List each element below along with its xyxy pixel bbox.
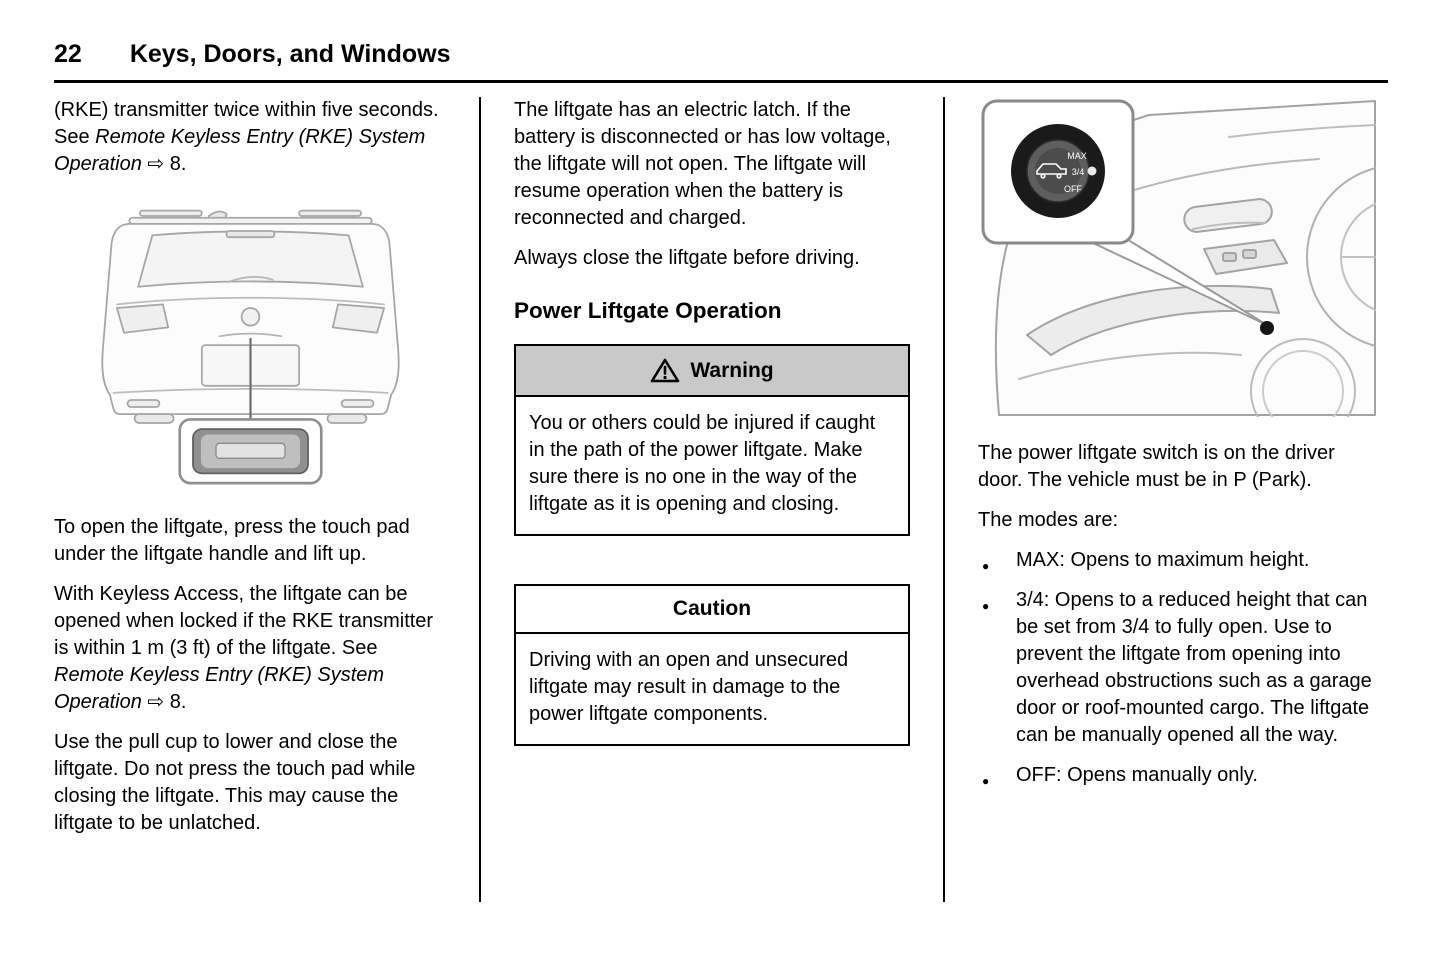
switch-location-dot — [1260, 321, 1274, 335]
dial-indicator-dot — [1087, 166, 1097, 176]
caution-title: Caution — [672, 597, 752, 620]
warning-header: Warning — [516, 346, 908, 397]
column-divider-right — [943, 97, 945, 902]
exhaust-left — [133, 413, 174, 424]
paragraph-electric-latch: The liftgate has an electric latch. If t… — [514, 99, 891, 229]
caution-header: Caution — [516, 586, 908, 634]
list-item-text: 3/4: Opens to a reduced height that can … — [1016, 589, 1372, 746]
door-handle — [1183, 198, 1273, 233]
page-header: 22 Keys, Doors, and Windows — [54, 40, 1388, 69]
warning-body: You or others could be injured if caught… — [529, 412, 876, 515]
brake-light — [225, 230, 275, 239]
page-reference: ⇨ 8. — [141, 691, 187, 713]
paragraph-rke-transmitter: (RKE) transmitter twice within five seco… — [54, 97, 446, 178]
rear-window — [136, 230, 364, 288]
paragraph-modes-intro: The modes are: — [978, 509, 1119, 531]
warning-box: Warning You or others could be injured i… — [514, 344, 910, 536]
paragraph-keyless-access: With Keyless Access, the liftgate can be… — [54, 581, 446, 716]
content-columns: (RKE) transmitter twice within five seco… — [54, 97, 1445, 902]
dial-label-three-quarter: 3/4 — [1072, 167, 1085, 177]
column-middle: The liftgate has an electric latch. If t… — [514, 97, 910, 902]
list-item-text: MAX: Opens to maximum height. — [1016, 549, 1310, 571]
door-pocket — [1018, 351, 1242, 380]
dial-label-off: OFF — [1064, 184, 1082, 194]
emblem — [240, 307, 260, 327]
list-item-three-quarter: 3/4: Opens to a reduced height that can … — [978, 587, 1376, 749]
liftgate-car-icon — [1036, 163, 1067, 179]
door-panel-figure: MAX 3/4 OFF — [978, 97, 1445, 444]
taillight-left — [115, 303, 169, 334]
page-number: 22 — [54, 40, 82, 68]
rear-liftgate-figure — [54, 200, 446, 492]
caution-body: Driving with an open and unsecured liftg… — [529, 649, 849, 725]
armrest — [1026, 284, 1280, 356]
modes-list: MAX: Opens to maximum height. 3/4: Opens… — [978, 547, 1376, 795]
reflector-right — [340, 399, 374, 408]
liftgate-switch-inset: MAX 3/4 OFF — [981, 99, 1135, 245]
handle-crease — [218, 332, 282, 338]
header-rule — [54, 80, 1388, 83]
column-divider-left — [479, 97, 481, 902]
column-left: (RKE) transmitter twice within five seco… — [54, 97, 446, 902]
rear-liftgate-illustration — [100, 209, 400, 485]
warning-title: Warning — [690, 358, 774, 382]
paragraph-close-before-driving: Always close the liftgate before driving… — [514, 247, 860, 269]
door-panel-illustration: MAX 3/4 OFF — [981, 99, 1445, 444]
taillight-right — [331, 303, 385, 334]
page-reference: ⇨ 8. — [141, 153, 187, 175]
warning-triangle-icon — [651, 358, 680, 383]
paragraph-pull-cup: Use the pull cup to lower and close the … — [54, 731, 416, 834]
cross-reference: Remote Keyless Entry (RKE) System Operat… — [54, 664, 385, 713]
caution-box: Caution Driving with an open and unsecur… — [514, 584, 910, 746]
list-item-max: MAX: Opens to maximum height. — [978, 547, 1376, 580]
chapter-title: Keys, Doors, and Windows — [129, 40, 451, 68]
paragraph-open-liftgate: To open the liftgate, press the touch pa… — [54, 516, 410, 565]
column-right: MAX 3/4 OFF The power liftgate switch is… — [978, 97, 1445, 902]
text-run: With Keyless Access, the liftgate can be… — [54, 583, 434, 659]
section-heading-power-liftgate: Power Liftgate Operation — [514, 298, 782, 323]
text-run: (RKE) transmitter twice within five seco… — [54, 99, 439, 148]
cross-reference: Remote Keyless Entry (RKE) System Operat… — [54, 126, 426, 175]
reflector-left — [126, 399, 160, 408]
dial-label-max: MAX — [1067, 151, 1087, 161]
touchpad-slot — [214, 442, 286, 460]
list-item-text: OFF: Opens manually only. — [1016, 764, 1258, 786]
touchpad-detail-box — [177, 418, 323, 485]
dashboard-edge — [1228, 124, 1376, 138]
list-item-off: OFF: Opens manually only. — [978, 762, 1376, 795]
roof-crossbar — [127, 216, 373, 225]
wiper — [228, 276, 273, 283]
roof-rail-left — [138, 209, 203, 217]
roof-rail-right — [297, 209, 362, 217]
paragraph-switch-location: The power liftgate switch is on the driv… — [978, 442, 1335, 491]
exhaust-right — [326, 413, 367, 424]
